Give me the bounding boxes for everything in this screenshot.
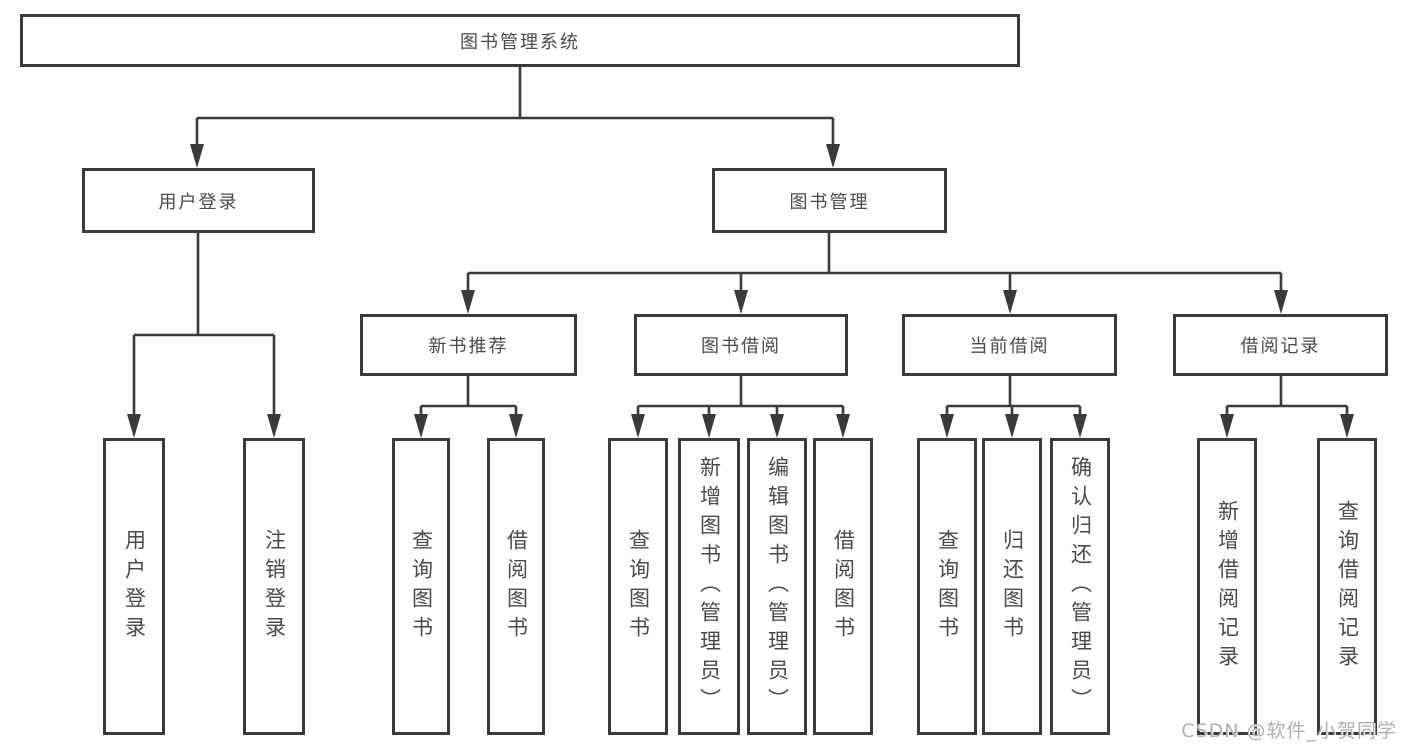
leaf-label: 借阅图书 bbox=[831, 528, 856, 645]
leaf-label: 查询图书 bbox=[626, 528, 651, 645]
leaf-borrow-books: 借阅图书 bbox=[813, 438, 873, 735]
node-book-management: 图书管理 bbox=[712, 168, 947, 233]
leaf-return-books: 归还图书 bbox=[982, 438, 1042, 735]
node-library-management-system: 图书管理系统 bbox=[20, 14, 1020, 67]
leaf-add-borrow-record: 新增借阅记录 bbox=[1197, 438, 1257, 735]
leaf-user-login: 用户登录 bbox=[103, 438, 165, 735]
leaf-add-books-admin: 新增图书（管理员） bbox=[678, 438, 740, 735]
leaf-edit-books-admin: 编辑图书（管理员） bbox=[747, 438, 807, 735]
leaf-label: 查询借阅记录 bbox=[1335, 499, 1360, 674]
node-new-book-recommendation: 新书推荐 bbox=[360, 314, 577, 376]
node-user-login: 用户登录 bbox=[82, 168, 315, 233]
leaf-label: 用户登录 bbox=[122, 528, 147, 645]
leaf-label: 归还图书 bbox=[1000, 528, 1025, 645]
node-current-borrowing: 当前借阅 bbox=[902, 314, 1117, 376]
leaf-label: 注销登录 bbox=[262, 528, 287, 645]
leaf-label: 借阅图书 bbox=[504, 528, 529, 645]
node-label: 当前借阅 bbox=[969, 336, 1050, 357]
node-label: 图书管理 bbox=[789, 191, 870, 213]
leaf-query-borrow-record: 查询借阅记录 bbox=[1317, 438, 1377, 735]
leaf-logout: 注销登录 bbox=[243, 438, 305, 735]
leaf-query-books: 查询图书 bbox=[608, 438, 668, 735]
leaf-query-books-current: 查询图书 bbox=[917, 438, 977, 735]
csdn-watermark: CSDN @软件_小贺同学 bbox=[1181, 720, 1397, 742]
leaf-label: 新增借阅记录 bbox=[1215, 499, 1240, 674]
node-label: 借阅记录 bbox=[1240, 336, 1321, 357]
leaf-label: 查询图书 bbox=[409, 528, 434, 645]
node-book-borrowing: 图书借阅 bbox=[634, 314, 848, 376]
node-label: 新书推荐 bbox=[428, 336, 509, 357]
leaf-label: 查询图书 bbox=[935, 528, 960, 645]
leaf-label: 确认归还（管理员） bbox=[1068, 456, 1093, 717]
node-label: 用户登录 bbox=[158, 191, 239, 213]
leaf-confirm-return-admin: 确认归还（管理员） bbox=[1050, 438, 1110, 735]
node-label: 图书借阅 bbox=[701, 336, 781, 357]
leaf-label: 新增图书（管理员） bbox=[697, 456, 722, 717]
node-borrowing-records: 借阅记录 bbox=[1173, 314, 1388, 376]
leaf-query-books-recommend: 查询图书 bbox=[392, 438, 450, 735]
node-label: 图书管理系统 bbox=[460, 31, 580, 53]
leaf-label: 编辑图书（管理员） bbox=[765, 456, 790, 717]
leaf-borrow-books-recommend: 借阅图书 bbox=[487, 438, 545, 735]
